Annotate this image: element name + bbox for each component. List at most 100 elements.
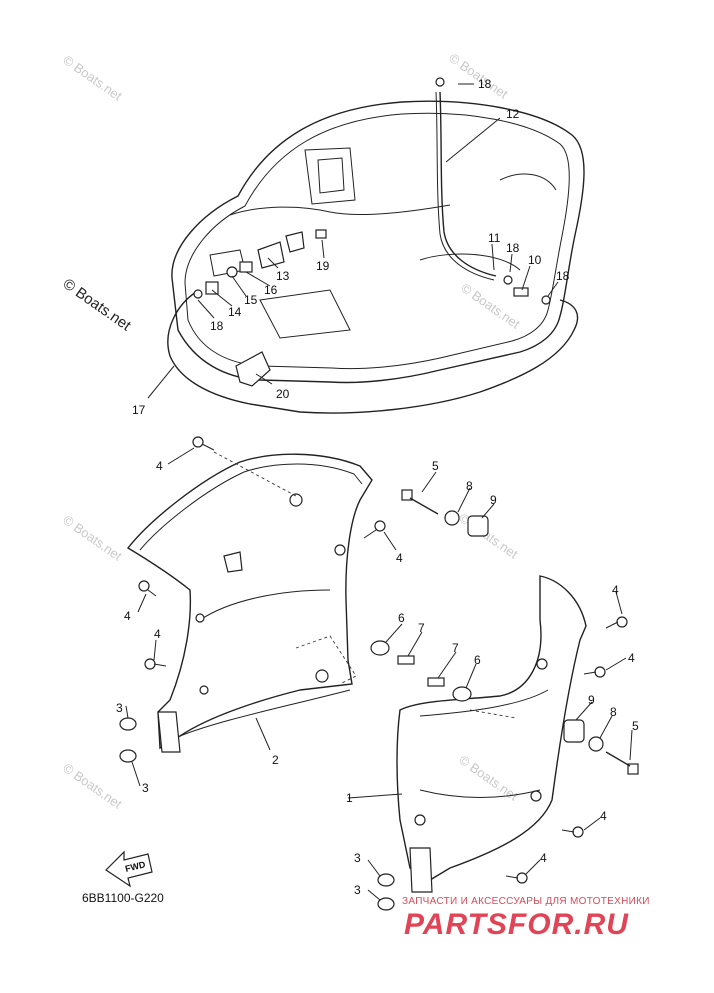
callout-labels: 1 2 3 3 3 3 4 4 4 4 4 4 4 4 5 5 6 6 7 7 …	[116, 77, 639, 897]
grommet-hole	[536, 658, 548, 670]
callout-20: 20	[276, 387, 290, 401]
bolt-part	[561, 826, 584, 838]
pin-part	[427, 677, 445, 687]
callout-4: 4	[612, 583, 619, 597]
connector-part	[257, 241, 285, 269]
left-cover-contour	[199, 589, 331, 621]
callout-14: 14	[228, 305, 242, 319]
screw-part	[605, 751, 639, 775]
right-cover-foot	[409, 847, 433, 893]
callout-4: 4	[156, 459, 163, 473]
watermark: © Boats.net	[60, 52, 125, 104]
callout-18: 18	[478, 77, 492, 91]
left-cover-outline	[126, 453, 373, 750]
watermark-large: © Boats.net	[60, 275, 135, 334]
callout-15: 15	[244, 293, 258, 307]
right-cover-rim	[419, 689, 549, 717]
bolt-part	[192, 436, 215, 451]
callout-6: 6	[398, 611, 405, 625]
bolt-part	[583, 666, 606, 678]
left-cover-rim	[139, 463, 363, 551]
washer-part	[119, 749, 137, 763]
grommet-hole	[414, 814, 426, 826]
grommet-hole	[530, 790, 542, 802]
washer-part	[377, 897, 395, 911]
callout-3: 3	[354, 851, 361, 865]
hose	[439, 91, 497, 277]
grommet-hole	[195, 613, 205, 623]
washer-part	[119, 717, 137, 731]
callout-4: 4	[540, 851, 547, 865]
callout-7: 7	[418, 621, 425, 635]
grommet-part	[239, 261, 253, 273]
grommet-hole	[199, 685, 209, 695]
callout-10: 10	[528, 253, 542, 267]
leader-lines	[125, 83, 633, 901]
alignment-line	[295, 635, 357, 685]
callout-17: 17	[132, 403, 146, 417]
right-cover-outline	[396, 575, 587, 881]
cowling-rear-curve	[499, 173, 557, 191]
cowling-ridge	[229, 204, 451, 216]
left-cover-tab	[223, 551, 243, 573]
damper-part	[563, 719, 585, 743]
bolt-part	[605, 616, 628, 629]
callout-16: 16	[264, 283, 278, 297]
alignment-line	[469, 709, 517, 719]
brand-name: PARTSFOR.RU	[404, 908, 629, 941]
callout-3: 3	[354, 883, 361, 897]
fitting-part	[205, 281, 219, 295]
callout-6: 6	[474, 653, 481, 667]
callout-5: 5	[632, 719, 639, 733]
cowling-floor-block	[259, 289, 351, 339]
watermark: © Boats.net	[60, 512, 125, 564]
bolt-part	[138, 580, 157, 597]
callout-13: 13	[276, 269, 290, 283]
callout-11: 11	[488, 231, 501, 245]
tube	[167, 291, 579, 414]
callout-3: 3	[116, 701, 123, 715]
watermark: © Boats.net	[456, 752, 521, 804]
callout-2: 2	[272, 753, 279, 767]
callout-4: 4	[600, 809, 607, 823]
watermark: © Boats.net	[60, 760, 125, 812]
bolt-part	[363, 520, 386, 539]
callout-4: 4	[124, 609, 131, 623]
damper-part	[467, 515, 489, 537]
grommet-hole	[315, 669, 329, 683]
collar-part	[444, 510, 460, 526]
callout-9: 9	[490, 493, 497, 507]
diagram-part-code: 6BB1100-G220	[82, 891, 164, 905]
callout-18: 18	[210, 319, 224, 333]
hose-edge	[435, 91, 495, 281]
clamp-part	[235, 351, 271, 387]
plate-part	[285, 231, 305, 253]
callout-3: 3	[142, 781, 149, 795]
watermark: © Boats.net	[458, 280, 523, 332]
screw-part	[401, 489, 439, 515]
fwd-label: FWD	[124, 859, 147, 874]
grommet-part	[370, 640, 390, 656]
callout-18: 18	[556, 269, 570, 283]
cowling-outline	[171, 100, 585, 384]
bottom-cowling-drawing	[167, 77, 585, 414]
cowling-floor-curve	[419, 253, 521, 271]
grommet-hole	[289, 493, 303, 507]
callout-4: 4	[628, 651, 635, 665]
callout-9: 9	[588, 693, 595, 707]
callout-18: 18	[506, 241, 520, 255]
callout-4: 4	[396, 551, 403, 565]
right-side-cover-drawing	[396, 575, 587, 893]
callout-5: 5	[432, 459, 439, 473]
seal-part	[226, 266, 238, 278]
left-cover-foot	[157, 711, 181, 753]
left-side-cover-drawing	[126, 453, 373, 753]
collar-part	[588, 736, 604, 752]
callout-8: 8	[466, 479, 473, 493]
washer-part	[377, 873, 395, 887]
fwd-arrow: FWD	[105, 850, 153, 888]
watermark: © Boats.net	[456, 510, 521, 562]
callout-19: 19	[316, 259, 330, 273]
